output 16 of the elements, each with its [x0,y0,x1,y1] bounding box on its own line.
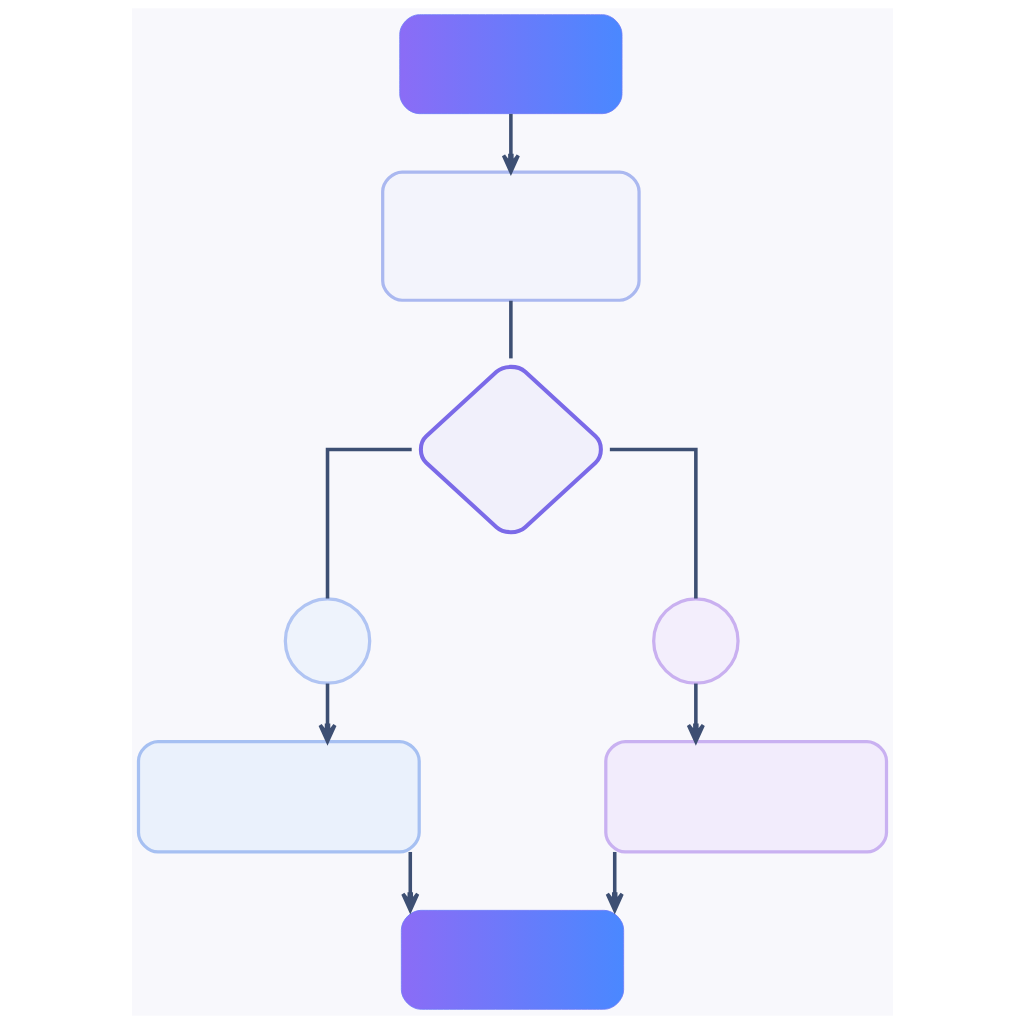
node-circle [651,597,740,685]
connector [325,447,412,599]
node-box [136,739,421,854]
arrow [400,851,419,912]
node-box [380,170,641,302]
node-box [603,739,888,854]
connector [508,300,513,359]
arrow [317,683,337,744]
node-circle [283,597,371,685]
arrow [686,683,705,744]
node-box [400,909,624,1010]
node-box [398,14,622,115]
arrow [605,851,624,912]
node-diamond [418,364,603,535]
arrow [501,113,520,174]
connector [609,447,698,599]
